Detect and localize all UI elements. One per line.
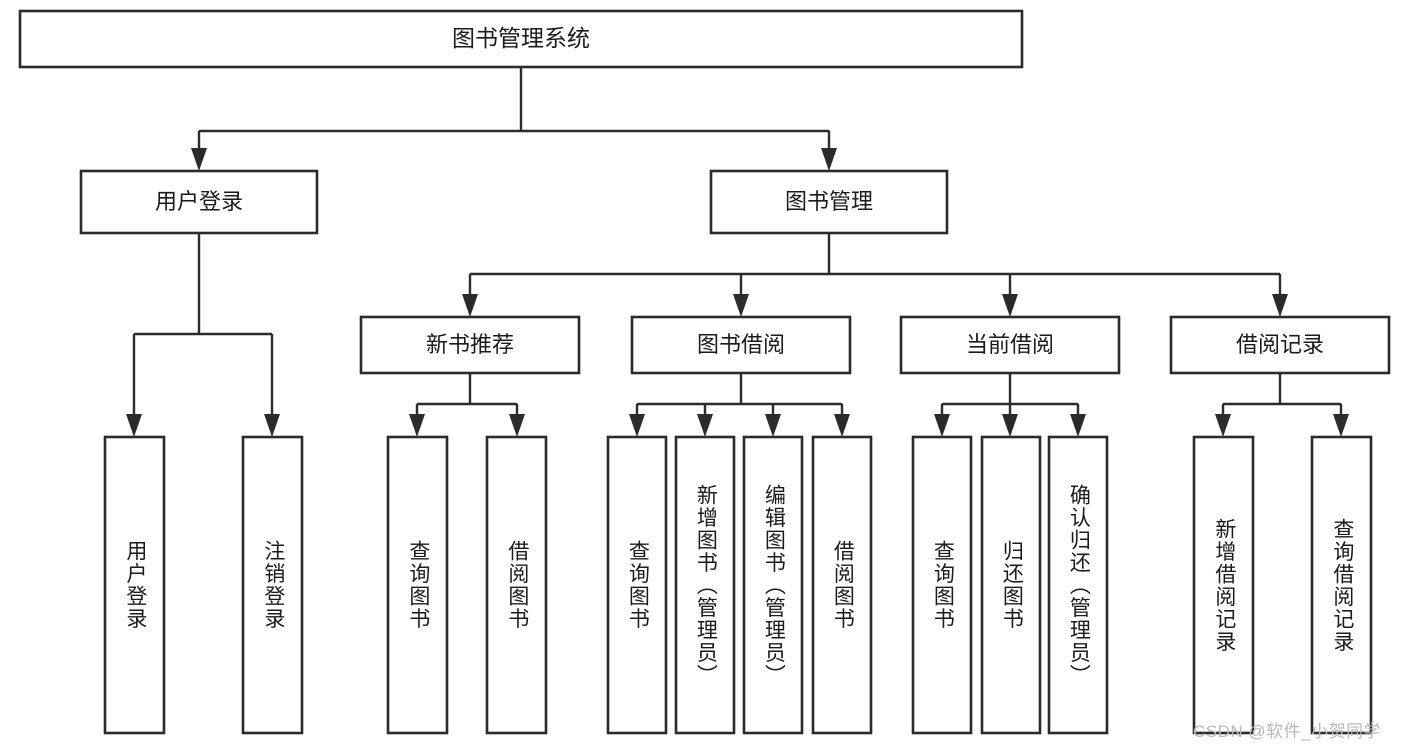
node-current-borrow-box[interactable] xyxy=(899,315,1121,375)
connector-group-new-book xyxy=(409,373,525,437)
connector-group-current-borrow xyxy=(934,373,1086,437)
arrow-head-borrow-4 xyxy=(834,414,850,437)
node-root-box[interactable] xyxy=(18,9,1024,69)
node-new-book-recommend[interactable]: 新书推荐 xyxy=(359,315,581,375)
arrow-head-currentborrow-3 xyxy=(1070,414,1086,437)
arrow-head-currentborrow-2 xyxy=(1002,414,1018,437)
node-root-label: 图书管理系统 xyxy=(452,25,590,51)
node-user-login-box[interactable] xyxy=(79,169,319,235)
arrow-head-root-2 xyxy=(821,148,837,171)
leaf-box-return-book[interactable] xyxy=(980,435,1042,735)
leaf-boxes xyxy=(103,435,1373,735)
node-current-borrow[interactable]: 当前借阅 xyxy=(899,315,1121,375)
node-book-borrow[interactable]: 图书借阅 xyxy=(630,315,852,375)
leaf-box-query-book-current[interactable] xyxy=(911,435,973,735)
leaf-box-borrow-book[interactable] xyxy=(811,435,873,735)
node-new-book-recommend-label: 新书推荐 xyxy=(426,332,514,357)
node-borrow-record-label: 借阅记录 xyxy=(1236,332,1324,357)
arrow-head-currentborrow-1 xyxy=(934,414,950,437)
arrow-head-newbook-1 xyxy=(409,414,425,437)
node-user-login-label: 用户登录 xyxy=(155,189,243,214)
csdn-watermark: CSDN @软件_小贺同学 xyxy=(1193,722,1382,741)
leaf-box-borrow-book-new[interactable] xyxy=(485,435,548,735)
arrow-head-borrow-2 xyxy=(697,414,713,437)
arrow-head-bookmgmt-2 xyxy=(733,294,749,317)
node-user-login[interactable]: 用户登录 xyxy=(79,169,319,235)
connector-group-user-login xyxy=(126,233,280,437)
leaf-box-confirm-return-admin[interactable] xyxy=(1047,435,1109,735)
node-book-borrow-box[interactable] xyxy=(630,315,852,375)
connector-group-borrow-record xyxy=(1215,373,1349,437)
arrow-head-borrowrecord-2 xyxy=(1333,414,1349,437)
arrow-head-borrowrecord-1 xyxy=(1215,414,1231,437)
connector-group-root xyxy=(191,67,837,171)
leaf-box-query-book-new[interactable] xyxy=(386,435,449,735)
node-book-management-label: 图书管理 xyxy=(785,189,873,214)
node-book-management-box[interactable] xyxy=(709,169,949,235)
arrow-head-userlogin-2 xyxy=(264,414,280,437)
leaf-box-edit-book-admin[interactable] xyxy=(742,435,804,735)
leaf-box-query-book-borrow[interactable] xyxy=(606,435,668,735)
leaf-box-query-borrow-record[interactable] xyxy=(1310,435,1373,735)
connector-group-borrow xyxy=(629,373,850,437)
arrow-head-bookmgmt-1 xyxy=(462,294,478,317)
arrow-head-userlogin-1 xyxy=(126,414,142,437)
leaf-box-user-login[interactable] xyxy=(103,435,166,735)
node-borrow-record-box[interactable] xyxy=(1169,315,1391,375)
leaf-box-add-book-admin[interactable] xyxy=(674,435,736,735)
leaf-box-logout[interactable] xyxy=(241,435,304,735)
arrow-head-root-1 xyxy=(191,148,207,171)
connector-group-book-mgmt xyxy=(462,233,1288,317)
node-current-borrow-label: 当前借阅 xyxy=(966,332,1054,357)
node-book-management[interactable]: 图书管理 xyxy=(709,169,949,235)
leaf-box-add-borrow-record[interactable] xyxy=(1192,435,1255,735)
arrow-head-newbook-2 xyxy=(509,414,525,437)
node-borrow-record[interactable]: 借阅记录 xyxy=(1169,315,1391,375)
arrow-head-bookmgmt-3 xyxy=(1002,294,1018,317)
arrow-head-bookmgmt-4 xyxy=(1272,294,1288,317)
arrow-head-borrow-1 xyxy=(629,414,645,437)
node-book-borrow-label: 图书借阅 xyxy=(697,332,785,357)
node-new-book-recommend-box[interactable] xyxy=(359,315,581,375)
node-root[interactable]: 图书管理系统 xyxy=(18,9,1024,69)
arrow-head-borrow-3 xyxy=(765,414,781,437)
